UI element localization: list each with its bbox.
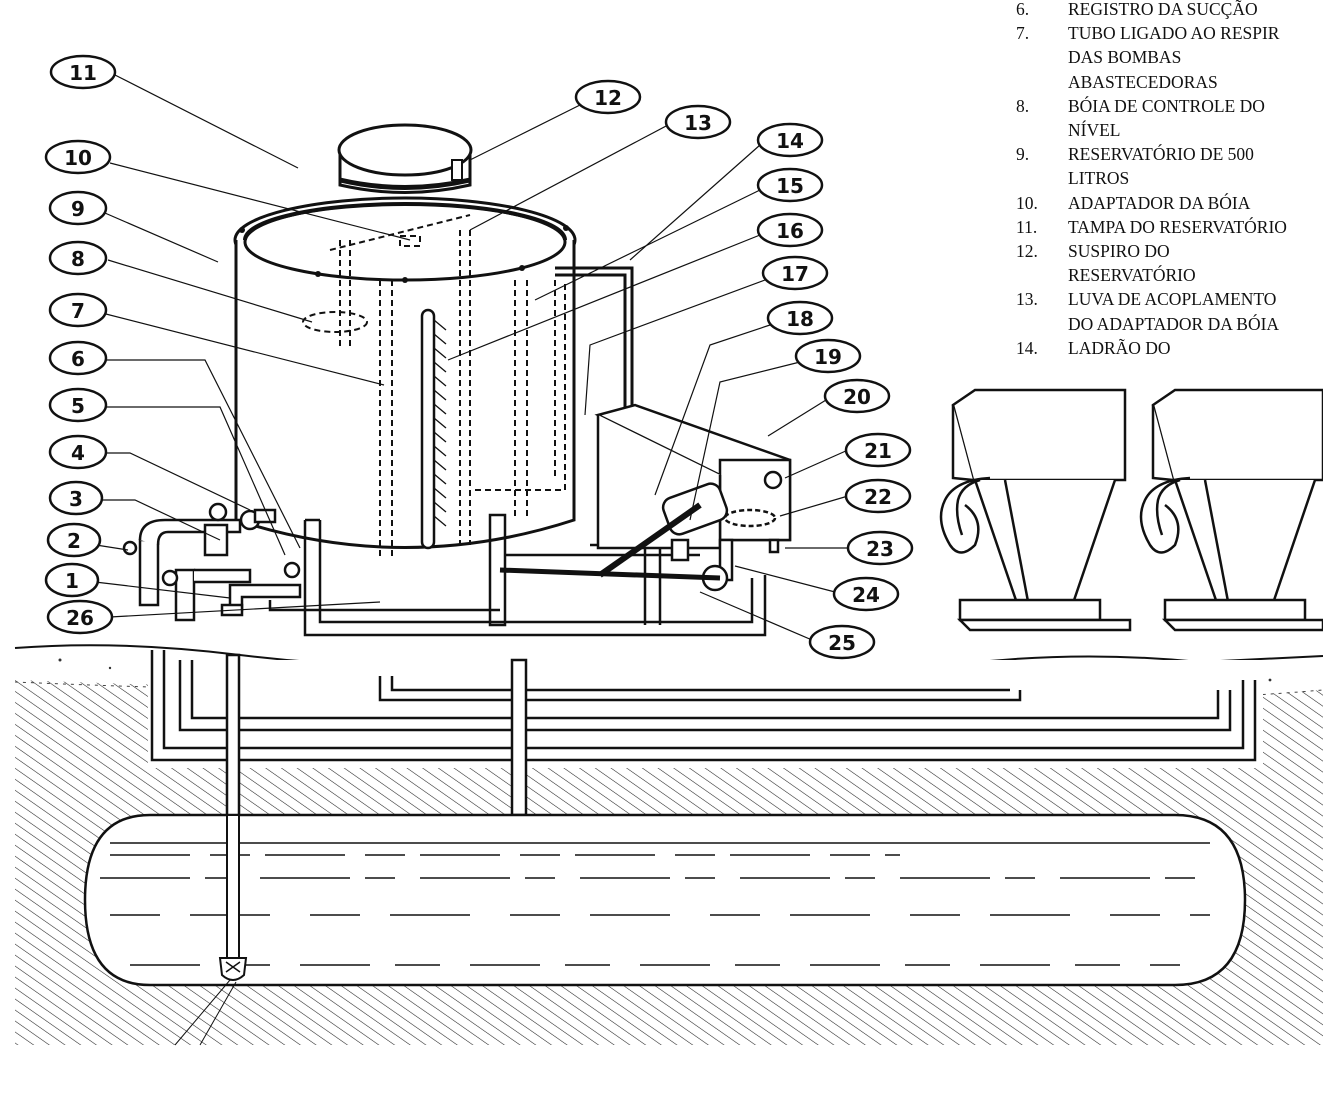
callout-ellipse-10 [44,139,112,175]
callout-18: 18 [786,307,814,331]
callout-ellipse-7 [48,292,108,328]
callout-ellipse-5 [48,387,108,423]
legend-number: 11. [1016,216,1038,237]
callout-11: 11 [69,61,97,85]
legend-item: 8. BÓIA DE CONTROLE DO NÍVEL [1000,94,1323,142]
legend-text: RESERVATÓRIO DE 500 LITROS [1068,144,1254,189]
callout-ellipse-26 [46,599,114,635]
callout-9: 9 [71,197,85,221]
callout-ellipse-11 [49,54,117,90]
callout-markers [44,54,914,660]
fuel-dispenser-right [1139,388,1323,632]
pump-control-box [499,403,792,592]
callout-ellipse-1 [44,562,100,598]
callout-4: 4 [71,441,85,465]
legend-number: 10. [1016,192,1038,213]
legend-text: SUSPIRO DO RESERVATÓRIO [1068,241,1196,286]
support-frame [268,513,767,637]
callout-ellipse-13 [664,104,732,140]
callout-ellipse-16 [756,212,824,248]
legend-text: TAMPA DO RESERVATÓRIO [1068,216,1287,237]
callout-17: 17 [781,262,809,286]
callout-14: 14 [776,129,804,153]
callout-ellipse-4 [48,434,108,470]
callout-ellipse-9 [48,190,108,226]
inlet-pipes-and-valves [122,502,302,622]
legend-number: 13. [1016,289,1038,310]
callout-ellipse-2 [46,522,102,558]
legend-item: 9. RESERVATÓRIO DE 500 LITROS [1000,142,1323,190]
callout-ellipse-12 [574,79,642,115]
callout-3: 3 [69,487,83,511]
callout-8: 8 [71,247,85,271]
callout-6: 6 [71,347,85,371]
callout-5: 5 [71,394,85,418]
legend-text: REGISTRO DA SUCÇÃO [1068,0,1258,19]
callout-ellipse-8 [48,240,108,276]
legend-item: 14. LADRÃO DO [1000,336,1323,360]
underground-tank [83,813,1247,1046]
callout-25: 25 [828,631,856,655]
parts-legend: 6. REGISTRO DA SUCÇÃO 7. TUBO LIGADO AO RE… [1000,0,1323,358]
fuel-dispenser-left [939,388,1132,632]
callout-ellipse-21 [844,432,912,468]
callout-23: 23 [866,537,894,561]
legend-item: 12. SUSPIRO DO RESERVATÓRIO [1000,239,1323,287]
callout-2: 2 [67,529,81,553]
callout-16: 16 [776,219,804,243]
legend-number: 8. [1016,95,1030,116]
callout-ellipse-3 [48,480,104,516]
callout-ellipse-17 [761,255,829,291]
callout-ellipse-6 [48,340,108,376]
legend-item: 10. ADAPTADOR DA BÓIA [1000,191,1323,215]
callout-ellipse-20 [823,378,891,414]
callout-26: 26 [66,606,94,630]
legend-item: 13. LUVA DE ACOPLAMENTO DO ADAPTADOR DA B… [1000,287,1323,335]
legend-number: 14. [1016,337,1038,358]
callout-ellipse-22 [844,478,912,514]
callout-ellipse-18 [766,300,834,336]
callout-19: 19 [814,345,842,369]
legend-number: 7. [1016,23,1030,44]
legend-item: 7. TUBO LIGADO AO RESPIR DAS BOMBAS ABAST… [1000,21,1323,94]
callout-ellipse-19 [794,338,862,374]
callout-7: 7 [71,299,85,323]
callout-22: 22 [864,485,892,509]
callout-numbers: 11 10 9 8 7 6 5 4 3 2 1 26 12 13 14 15 1… [64,61,894,655]
legend-item: 11. TAMPA DO RESERVATÓRIO [1000,215,1323,239]
legend-number: 6. [1016,0,1030,19]
callout-24: 24 [852,583,880,607]
callout-ellipse-23 [846,530,914,566]
underground-pipes [148,650,1263,967]
legend-text: LUVA DE ACOPLAMENTO DO ADAPTADOR DA BÓIA [1068,289,1280,334]
callout-ellipse-24 [832,576,900,612]
callout-ellipse-15 [756,167,824,203]
callout-ellipse-14 [756,122,824,158]
reservoir-tank [233,123,577,560]
callout-13: 13 [684,111,712,135]
callout-ellipse-25 [808,624,876,660]
legend-text: ADAPTADOR DA BÓIA [1068,192,1251,213]
legend-number: 12. [1016,241,1038,262]
callout-12: 12 [594,86,622,110]
callout-leaders [94,74,850,641]
legend-text: TUBO LIGADO AO RESPIR DAS BOMBAS ABASTEC… [1068,23,1280,92]
callout-1: 1 [65,569,79,593]
legend-number: 9. [1016,144,1030,165]
legend-text: LADRÃO DO [1068,337,1171,358]
callout-15: 15 [776,174,804,198]
callout-21: 21 [864,439,892,463]
legend-item: 6. REGISTRO DA SUCÇÃO [1000,0,1323,21]
callout-10: 10 [64,146,92,170]
callout-20: 20 [843,385,871,409]
legend-text: BÓIA DE CONTROLE DO NÍVEL [1068,95,1265,141]
